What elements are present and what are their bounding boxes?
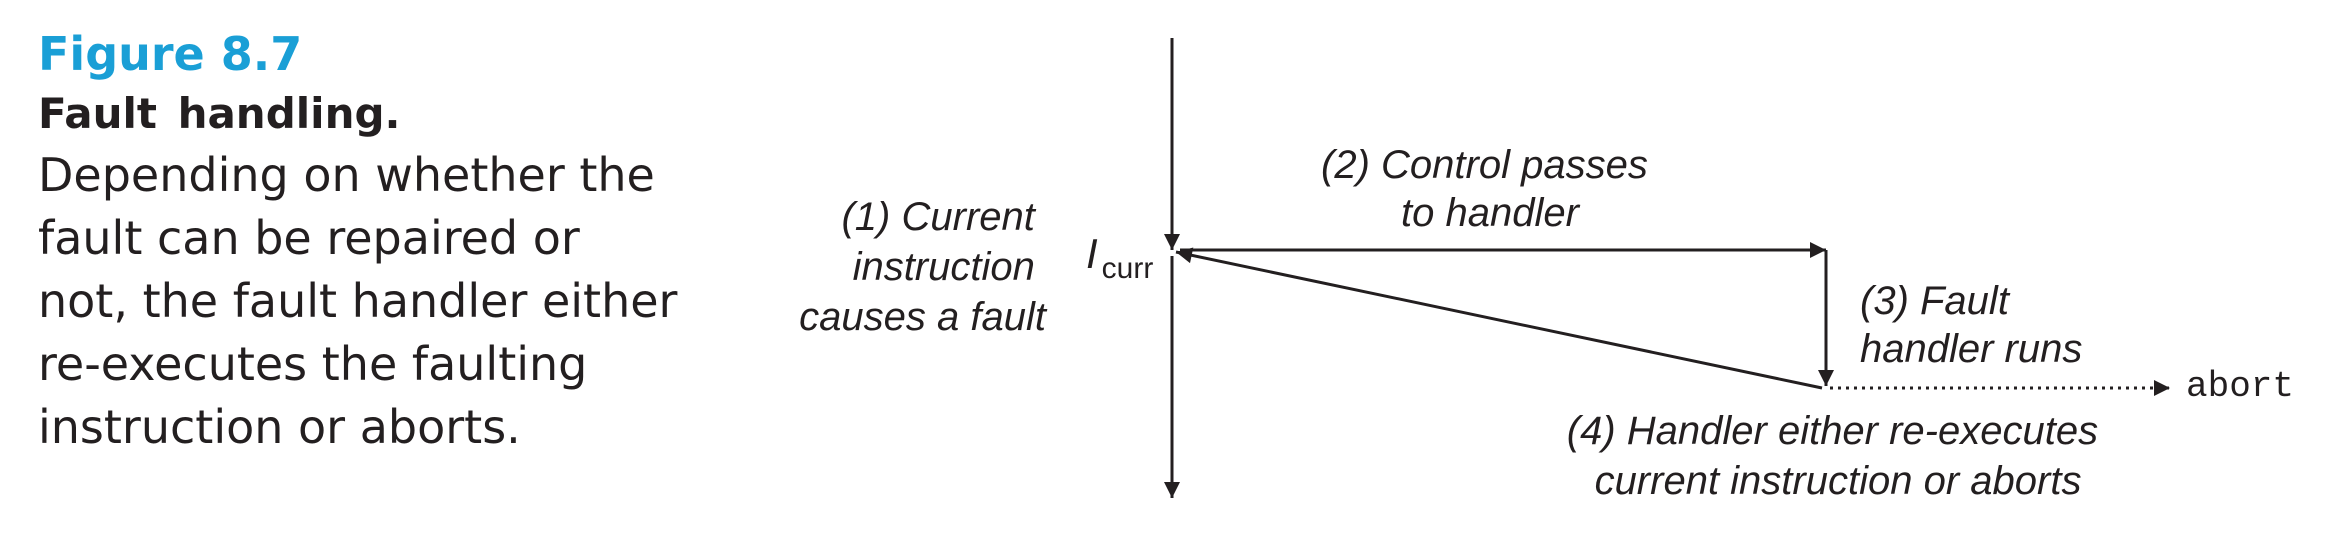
return-to-instruction-arrow — [1175, 247, 1823, 390]
figure-title: Fault handling. — [38, 89, 401, 138]
step4-line: (4) Handler either re-executes — [1567, 409, 2098, 453]
description-line: re-executes the faulting — [38, 337, 588, 391]
step1-label: (1) Current instruction causes a fault — [799, 195, 1048, 339]
step1-line: (1) Current — [841, 195, 1036, 239]
step4-label: (4) Handler either re-executes current i… — [1567, 409, 2109, 503]
instruction-subscript: curr — [1102, 252, 1154, 285]
step3-line: handler runs — [1860, 327, 2082, 371]
step3-line: (3) Fault — [1860, 279, 2011, 323]
step1-line: instruction — [853, 245, 1035, 289]
step2-line: to handler — [1401, 191, 1581, 235]
figure-caption: Figure 8.7 Fault handling. Depending on … — [38, 24, 678, 459]
step1-line: causes a fault — [799, 295, 1048, 339]
step2-line: (2) Control passes — [1321, 143, 1648, 187]
description-line: not, the fault handler either — [38, 274, 678, 328]
step4-line: current instruction or aborts — [1595, 459, 2082, 503]
step3-label: (3) Fault handler runs — [1860, 279, 2082, 371]
instruction-symbol-letter: I — [1086, 230, 1098, 277]
description-line: fault can be repaired or — [38, 211, 580, 265]
abort-label: abort — [2186, 366, 2294, 407]
figure-description: Depending on whether the fault can be re… — [38, 144, 678, 459]
step2-label: (2) Control passes to handler — [1321, 143, 1659, 235]
description-line: instruction or aborts. — [38, 400, 521, 454]
figure-label: Figure 8.7 — [38, 27, 303, 81]
description-line: Depending on whether the — [38, 148, 655, 202]
